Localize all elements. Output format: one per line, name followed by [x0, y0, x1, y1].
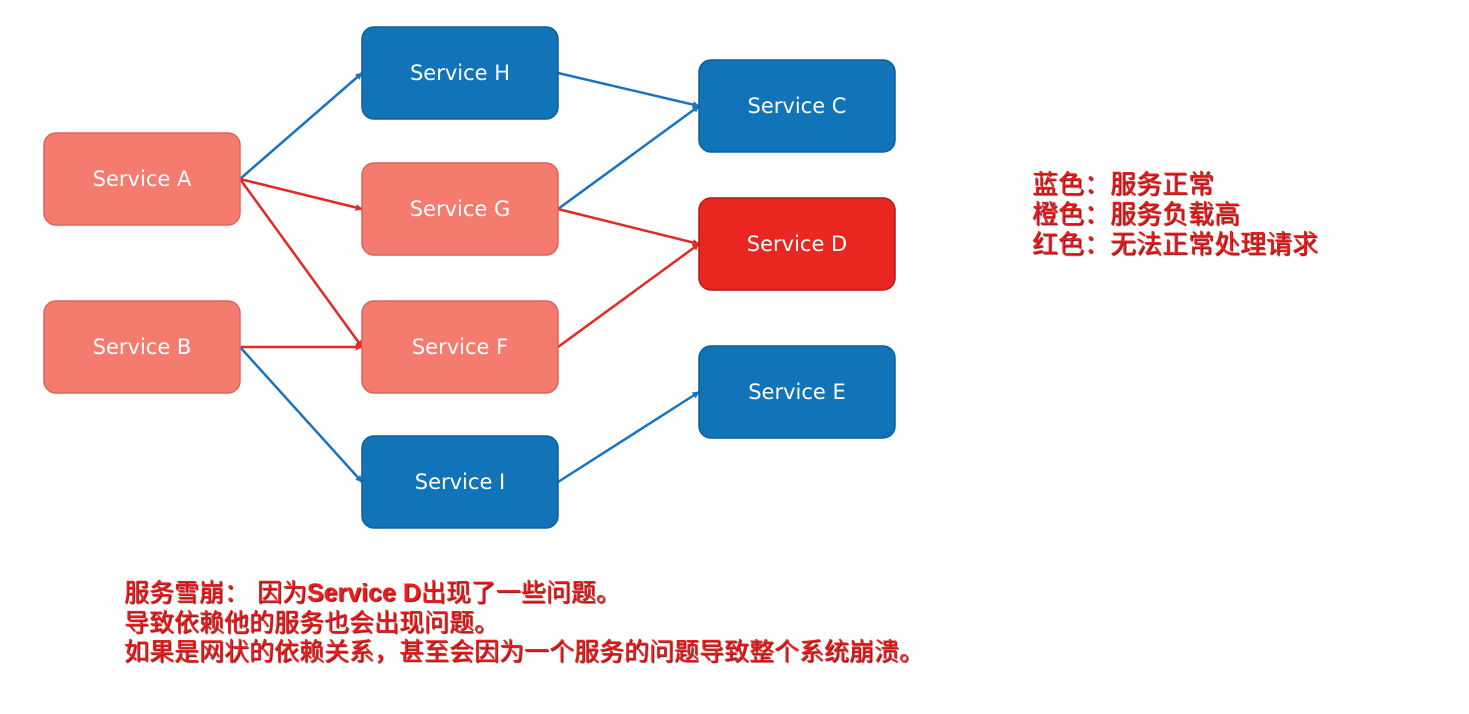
service-box-g — [361, 162, 559, 256]
service-box-f — [361, 300, 559, 394]
edge-h-to-c — [557, 71, 700, 108]
caption-line-1-highlight: Service D — [306, 579, 421, 607]
service-box-c — [698, 59, 896, 153]
legend-orange: 橙色：服务负载高 — [1032, 200, 1241, 230]
edge-a-to-f — [238, 178, 364, 348]
legend-blue: 蓝色：服务正常 — [1032, 170, 1215, 200]
service-label-g: Service G — [410, 197, 511, 221]
service-box-a — [43, 132, 241, 226]
legend-red: 红色：无法正常处理请求 — [1032, 230, 1319, 260]
service-box-h — [361, 26, 559, 120]
service-label-b: Service B — [93, 335, 192, 359]
edge-a-to-g — [239, 177, 363, 211]
service-label-h: Service H — [410, 61, 510, 85]
edge-i-to-e — [557, 390, 700, 484]
edge-a-to-h — [239, 72, 363, 180]
service-node-f: Service F — [361, 300, 559, 394]
service-node-c: Service C — [698, 59, 896, 153]
color-legend: 蓝色：服务正常 橙色：服务负载高 红色：无法正常处理请求 — [1032, 170, 1318, 260]
caption-line-1: 服务雪崩： 因为Service D出现了一些问题。 — [124, 578, 924, 608]
service-node-h: Service H — [361, 26, 559, 120]
service-label-c: Service C — [748, 94, 847, 118]
edge-g-to-d — [557, 207, 700, 246]
service-label-a: Service A — [93, 167, 192, 191]
service-label-f: Service F — [412, 335, 508, 359]
nodes: Service A Service B Service H Service G Serv… — [43, 26, 896, 529]
service-box-d — [698, 197, 896, 291]
service-node-g: Service G — [361, 162, 559, 256]
caption-line-3: 如果是网状的依赖关系，甚至会因为一个服务的问题导致整个系统崩溃。 — [124, 637, 925, 666]
service-node-a: Service A — [43, 132, 241, 226]
edge-g-to-c — [557, 104, 700, 211]
service-label-e: Service E — [748, 380, 846, 404]
edge-f-to-d — [557, 242, 700, 349]
service-label-d: Service D — [747, 232, 847, 256]
caption-line-2: 导致依赖他的服务也会出现问题。 — [124, 608, 500, 637]
service-node-d: Service D — [698, 197, 896, 291]
edges — [238, 71, 700, 484]
service-label-i: Service I — [415, 470, 505, 494]
caption-line-1-suffix: 出现了一些问题。 — [420, 578, 621, 607]
service-node-i: Service I — [361, 435, 559, 529]
service-box-e — [698, 345, 896, 439]
service-node-e: Service E — [698, 345, 896, 439]
service-box-b — [43, 300, 241, 394]
edge-b-to-i — [239, 346, 363, 483]
avalanche-caption: 服务雪崩： 因为Service D出现了一些问题。 导致依赖他的服务也会出现问题… — [124, 578, 924, 666]
service-node-b: Service B — [43, 300, 241, 394]
caption-line-1-prefix: 服务雪崩： 因为 — [124, 578, 307, 607]
service-box-i — [361, 435, 559, 529]
